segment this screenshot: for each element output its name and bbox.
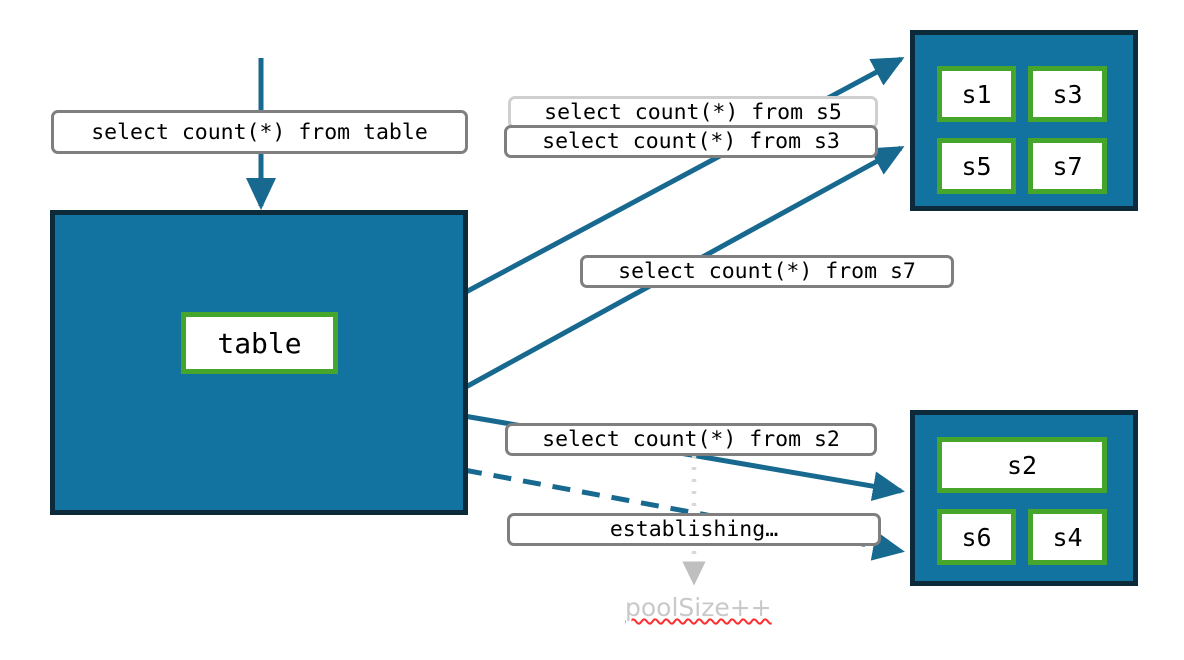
shard-cell-s5: s5	[937, 138, 1016, 194]
shard-cell-s2: s2	[937, 437, 1107, 493]
table-cell: table	[181, 312, 338, 374]
poolsize-annotation: poolSize++	[625, 593, 772, 622]
shard-cell-s7: s7	[1028, 138, 1107, 194]
shard-cell-s5-label: s5	[961, 151, 992, 181]
query-label-s5-text: select count(*) from s5	[544, 100, 842, 125]
query-label-s2: select count(*) from s2	[505, 423, 877, 456]
establishing-label-text: establishing…	[609, 517, 779, 542]
root-query-label: select count(*) from table	[51, 110, 468, 154]
query-label-s3-text: select count(*) from s3	[542, 129, 840, 154]
shard-cell-s3: s3	[1028, 66, 1107, 122]
shard-cell-s3-label: s3	[1052, 79, 1083, 109]
shard-cell-s6-label: s6	[961, 522, 992, 552]
shard-cell-s1: s1	[937, 66, 1016, 122]
table-cell-label: table	[217, 326, 302, 360]
query-label-s7-text: select count(*) from s7	[618, 259, 916, 284]
shard-cell-s4: s4	[1028, 509, 1107, 565]
shard-cell-s1-label: s1	[961, 79, 992, 109]
shard-cell-s6: s6	[937, 509, 1016, 565]
root-query-text: select count(*) from table	[91, 119, 428, 145]
shard-cell-s7-label: s7	[1052, 151, 1083, 181]
shard-cell-s2-label: s2	[1006, 450, 1038, 480]
query-label-s2-text: select count(*) from s2	[542, 427, 840, 452]
shard-cell-s4-label: s4	[1052, 522, 1083, 552]
establishing-label: establishing…	[507, 513, 881, 546]
query-label-s7: select count(*) from s7	[580, 255, 954, 288]
query-label-s3: select count(*) from s3	[504, 125, 878, 158]
poolsize-annotation-text: poolSize++	[625, 593, 772, 622]
